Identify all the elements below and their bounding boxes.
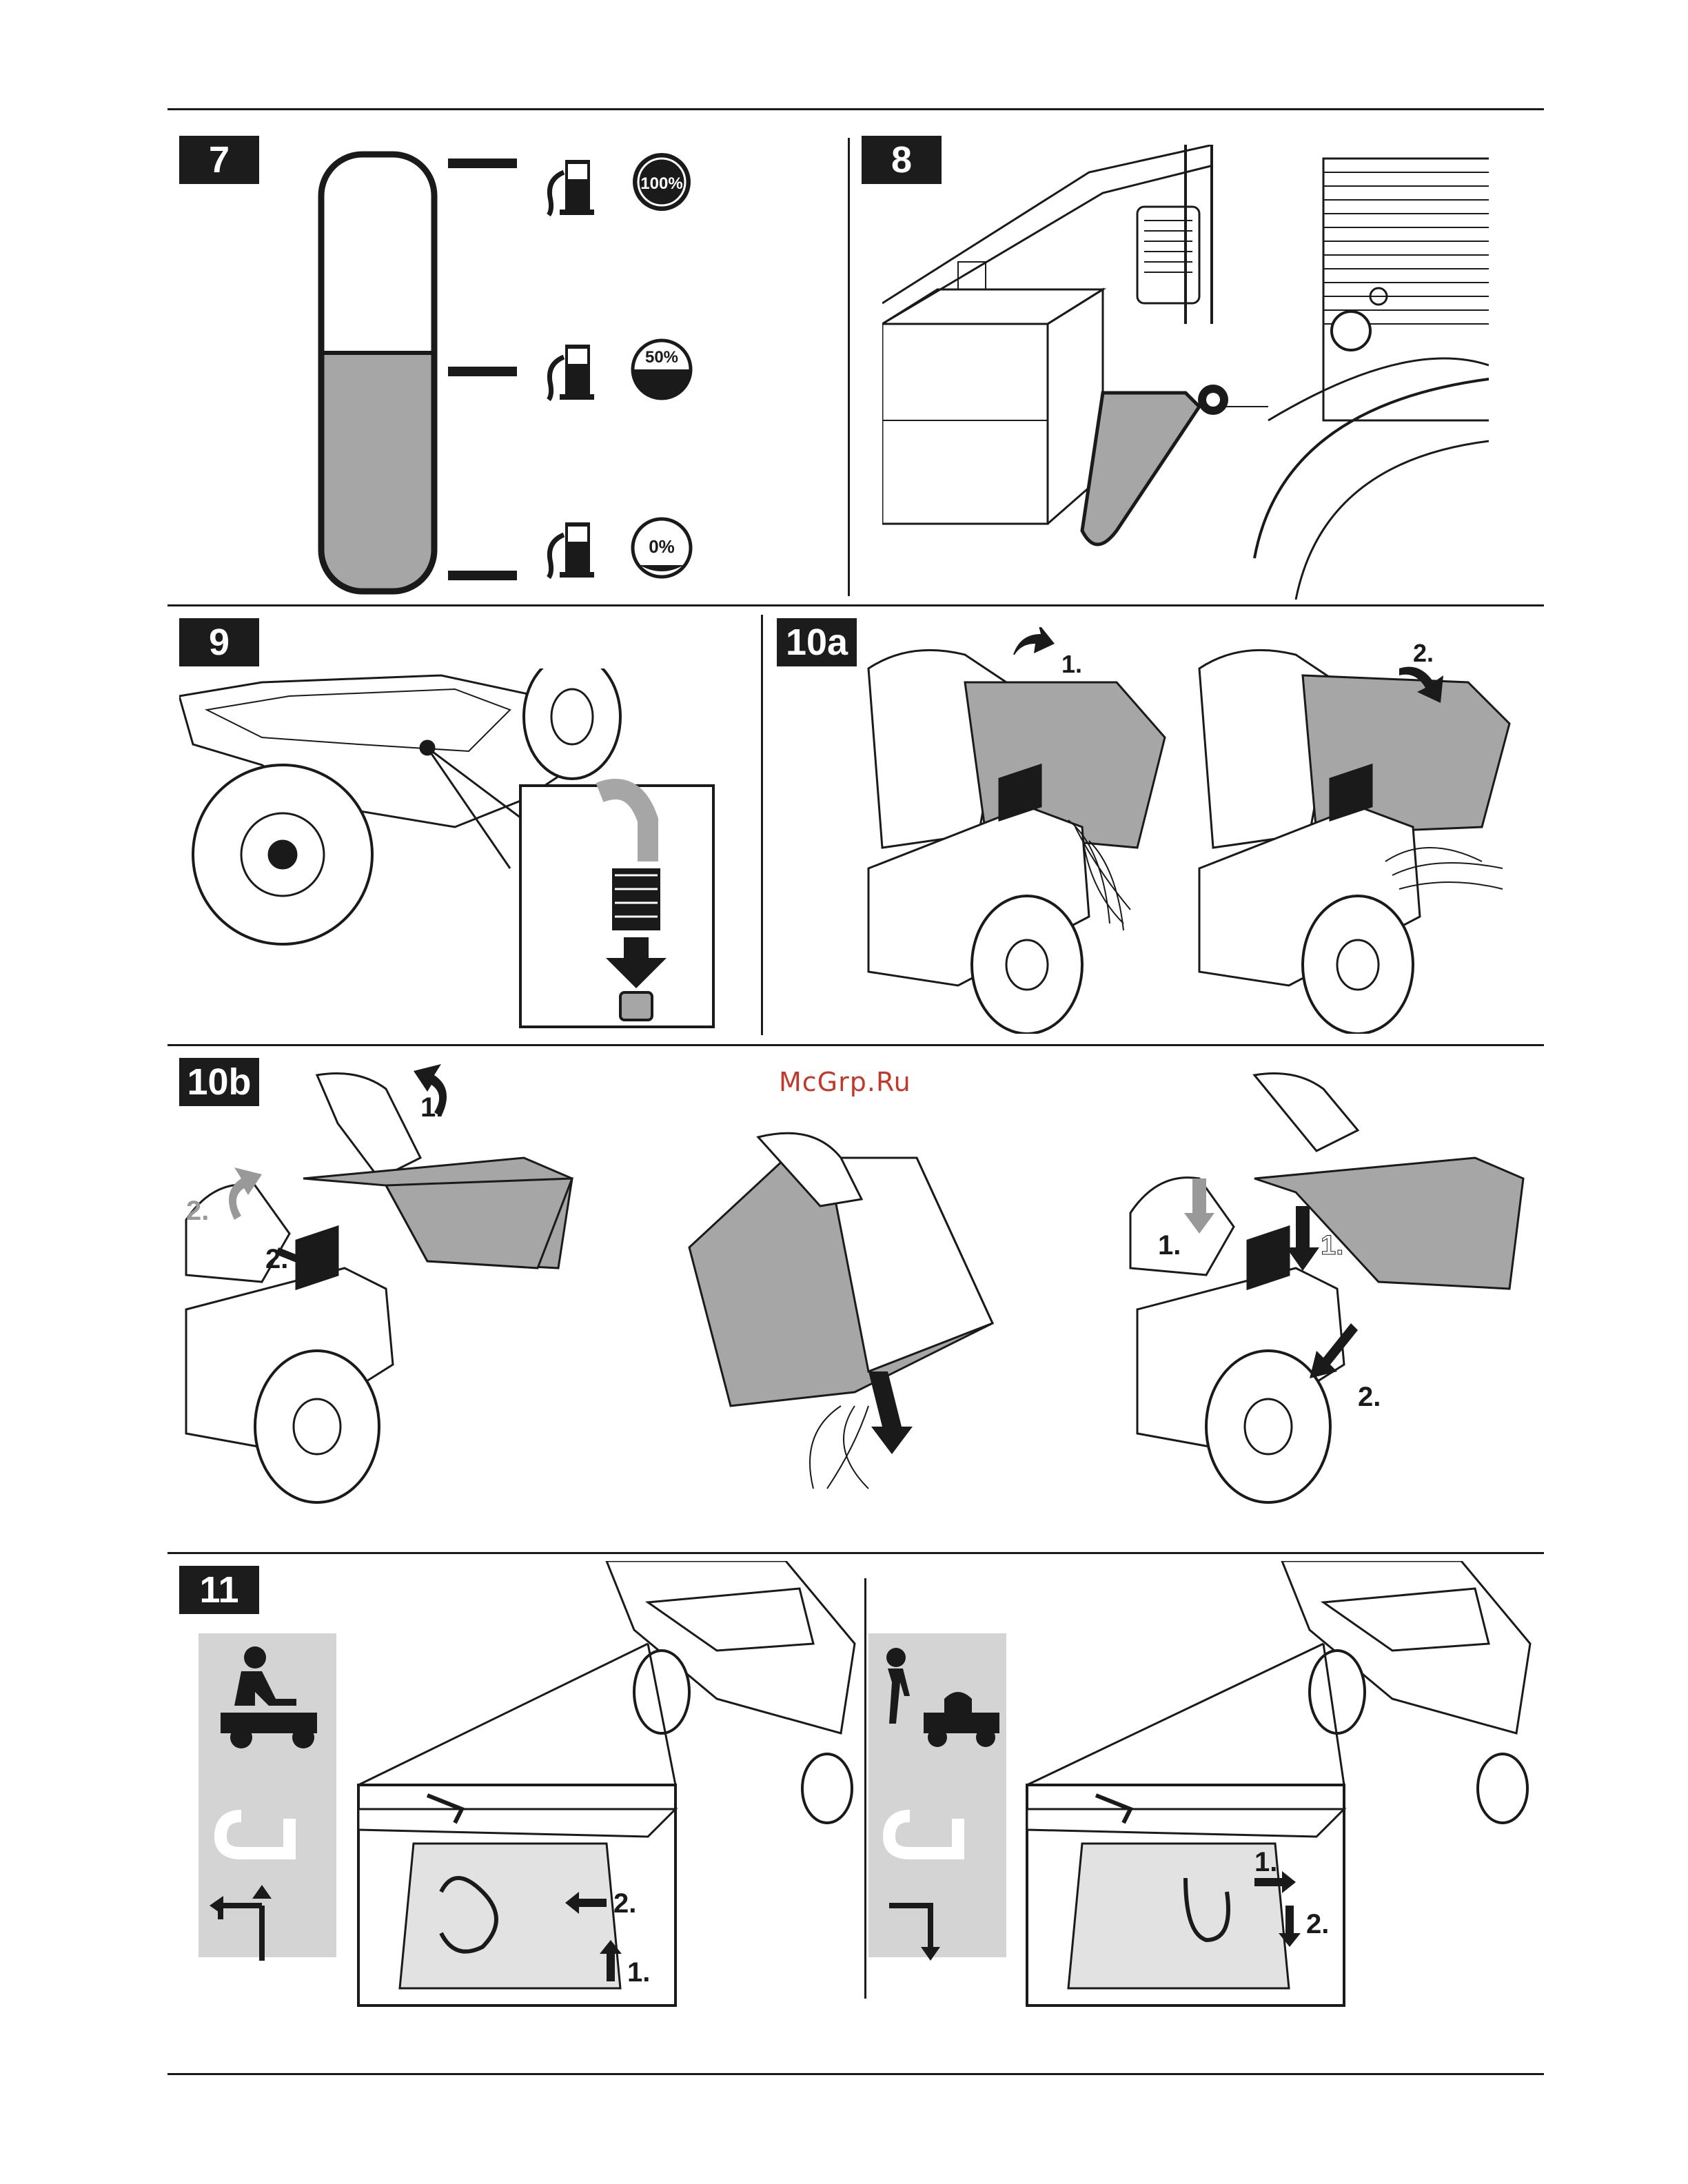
- left-step-2-label: 2.: [613, 1888, 636, 1919]
- fuel-pump-icon: [549, 160, 594, 215]
- divider-row2: [167, 1044, 1544, 1046]
- fuel-pump-icon: [549, 345, 594, 400]
- figure-7-fuel-gauge: 100% 50% 0%: [303, 138, 731, 606]
- level-100-badge: 100%: [633, 153, 691, 211]
- figure-9-washing-connector-illustration: [179, 669, 758, 1041]
- figure-10b-removal-illustration: 1. 2. 2. 1. 1. 2.: [179, 1061, 1544, 1544]
- figure-11-freewheel-illustration: 2. 1. 1. 2.: [193, 1561, 1537, 2016]
- step-1-grey-label: 1.: [1158, 1230, 1181, 1261]
- push-mode-panel: [868, 1633, 1006, 1957]
- level-100-label: 100%: [640, 174, 682, 193]
- left-step-1-label: 1.: [627, 1957, 650, 1988]
- divider-row3: [167, 1552, 1544, 1554]
- step-1-label: 1.: [420, 1092, 443, 1123]
- figure-10a-emptying-illustration: 1. 2.: [862, 627, 1523, 1034]
- figure-8-fuel-filter-illustration: [882, 145, 1489, 600]
- figure-7-number: 7: [179, 136, 259, 184]
- separator-7-8: [848, 138, 850, 596]
- figure-9-number: 9: [179, 618, 259, 666]
- fuel-pump-icon: [549, 522, 594, 578]
- bottom-rule: [167, 2073, 1544, 2075]
- step-1-label: 1.: [1061, 650, 1082, 678]
- fuel-filter: [1082, 385, 1228, 544]
- level-50-badge: 50%: [633, 340, 691, 398]
- step-1-white-label: 1.: [1321, 1230, 1343, 1261]
- step-2-grey-label: 2.: [186, 1196, 209, 1226]
- level-0-label: 0%: [649, 536, 675, 557]
- step-2-label: 2.: [1358, 1382, 1381, 1412]
- figure-10a-number: 10a: [777, 618, 857, 666]
- step-2-label: 2.: [1413, 639, 1434, 667]
- separator-9-10a: [761, 615, 763, 1035]
- step-2-dark-label: 2.: [265, 1244, 288, 1274]
- right-step-2-label: 2.: [1306, 1909, 1329, 1939]
- right-step-1-label: 1.: [1254, 1847, 1277, 1877]
- level-50-label: 50%: [645, 348, 678, 367]
- fuel-fill-level: [321, 353, 434, 591]
- top-rule: [167, 108, 1544, 110]
- level-0-badge: 0%: [633, 519, 691, 577]
